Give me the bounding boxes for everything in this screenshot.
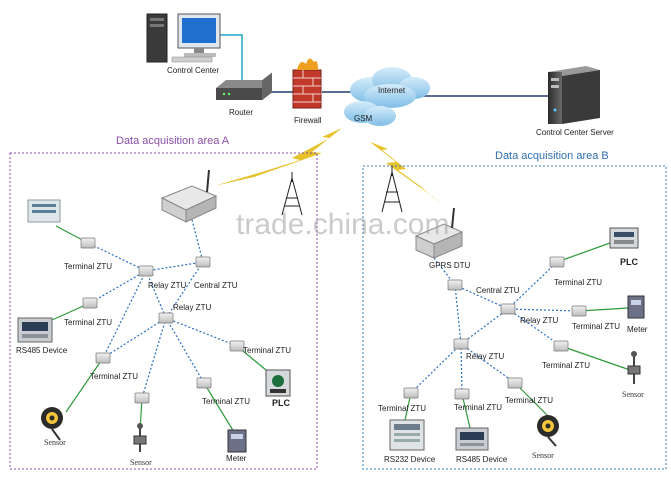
area-b-title: Data acquisition area B bbox=[495, 150, 609, 162]
gateway-a-icon bbox=[160, 169, 218, 223]
ztu-devices-a bbox=[80, 237, 245, 404]
watermark: trade.china.com bbox=[236, 208, 450, 241]
label-control-center: Control Center bbox=[167, 66, 220, 75]
area-a-label-relay-ztu-1: Relay ZTU bbox=[148, 281, 187, 290]
control-center-server-icon bbox=[548, 66, 600, 124]
sensor-b-right-icon bbox=[627, 351, 641, 384]
ztu-devices-b bbox=[403, 256, 587, 400]
sensor-b-bottom-icon bbox=[537, 415, 559, 447]
area-b-label-gprs-dtu: GPRS DTU bbox=[429, 261, 471, 270]
label-internet: Internet bbox=[378, 86, 406, 95]
rs485-device-a-icon bbox=[17, 317, 53, 343]
area-a-label-meter: Meter bbox=[226, 454, 247, 463]
rs485-device-b-icon bbox=[455, 427, 489, 451]
area-b-label-terminal-ztu-2: Terminal ZTU bbox=[572, 322, 621, 331]
area-a-label-rs485-device: RS485 Device bbox=[16, 346, 68, 355]
sensor-a-1-icon bbox=[41, 407, 63, 441]
meter-b-icon bbox=[627, 295, 645, 319]
io-panel-a-icon bbox=[27, 199, 61, 223]
area-a-label-terminal-ztu-4: Terminal ZTU bbox=[243, 346, 292, 355]
label-gsm: GSM bbox=[354, 114, 373, 123]
meter-a-icon bbox=[227, 429, 247, 453]
area-a-label-terminal-ztu-1: Terminal ZTU bbox=[64, 262, 113, 271]
label-firewall: Firewall bbox=[294, 116, 322, 125]
area-b-label-meter: Meter bbox=[627, 325, 648, 334]
gsm-tower-a-icon bbox=[281, 172, 303, 216]
area-b-label-terminal-ztu-3: Terminal ZTU bbox=[542, 361, 591, 370]
area-a-mesh bbox=[87, 211, 238, 399]
area-b-border bbox=[362, 165, 667, 470]
area-b-label-sensor-right: Sensor bbox=[622, 390, 644, 399]
area-b-label-sensor-bottom: Sensor bbox=[532, 451, 554, 460]
control-center-pc-icon bbox=[146, 13, 221, 63]
internet-cloud-icon bbox=[344, 67, 430, 126]
area-b-label-plc: PLC bbox=[620, 257, 638, 267]
area-a-label-plc: PLC bbox=[272, 398, 290, 408]
area-b-label-rs485-device: RS485 Device bbox=[456, 455, 508, 464]
router-icon bbox=[216, 72, 272, 101]
area-b-label-rs232-device: RS232 Device bbox=[384, 455, 436, 464]
label-router: Router bbox=[229, 108, 254, 117]
area-a-label-terminal-ztu-2: Terminal ZTU bbox=[64, 318, 113, 327]
sensor-a-2-icon bbox=[133, 423, 147, 452]
area-a-label-relay-ztu-2: Relay ZTU bbox=[173, 303, 212, 312]
area-a-label-central-ztu: Central ZTU bbox=[194, 281, 238, 290]
firewall-icon bbox=[292, 58, 322, 109]
area-b-wired bbox=[404, 242, 631, 429]
area-a-label-sensor-1: Sensor bbox=[44, 438, 66, 447]
wireless-links bbox=[214, 128, 448, 210]
area-b-label-terminal-ztu-4: Terminal ZTU bbox=[378, 404, 427, 413]
area-a-title: Data acquisition area A bbox=[116, 135, 230, 147]
area-b-label-terminal-ztu-6: Terminal ZTU bbox=[505, 396, 554, 405]
area-b-label-relay-ztu-2: Relay ZTU bbox=[466, 352, 505, 361]
rs232-device-b-icon bbox=[389, 419, 425, 451]
gprs-dtu-b-icon bbox=[414, 207, 464, 259]
area-a-label-terminal-ztu-3: Terminal ZTU bbox=[90, 372, 139, 381]
area-b-label-central-ztu: Central ZTU bbox=[476, 286, 520, 295]
area-a-border bbox=[9, 152, 318, 470]
pc-router-link bbox=[218, 34, 243, 80]
plc-b-icon bbox=[609, 227, 639, 249]
backbone-links bbox=[218, 34, 548, 97]
plc-a-icon bbox=[265, 369, 291, 397]
gsm-tower-b-icon bbox=[381, 166, 403, 213]
area-b-label-relay-ztu-1: Relay ZTU bbox=[520, 316, 559, 325]
label-control-center-server: Control Center Server bbox=[536, 128, 614, 137]
lightning-b-icon bbox=[370, 142, 448, 210]
area-b-label-terminal-ztu-5: Terminal ZTU bbox=[454, 403, 503, 412]
area-a-label-sensor-2: Sensor bbox=[130, 458, 152, 467]
area-b-label-terminal-ztu-1: Terminal ZTU bbox=[554, 278, 603, 287]
area-a-label-terminal-ztu-5: Terminal ZTU bbox=[202, 397, 251, 406]
lightning-a-icon bbox=[214, 128, 342, 186]
